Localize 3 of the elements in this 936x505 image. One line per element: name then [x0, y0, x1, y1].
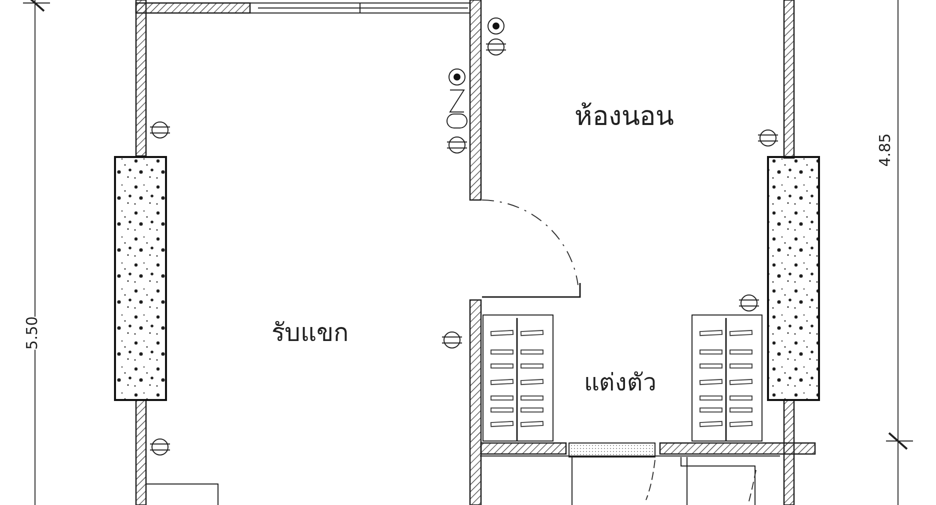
room-label: ห้องนอน	[574, 100, 674, 134]
room-label: รับแขก	[272, 318, 348, 348]
room-label: แต่งตัว	[584, 368, 656, 398]
